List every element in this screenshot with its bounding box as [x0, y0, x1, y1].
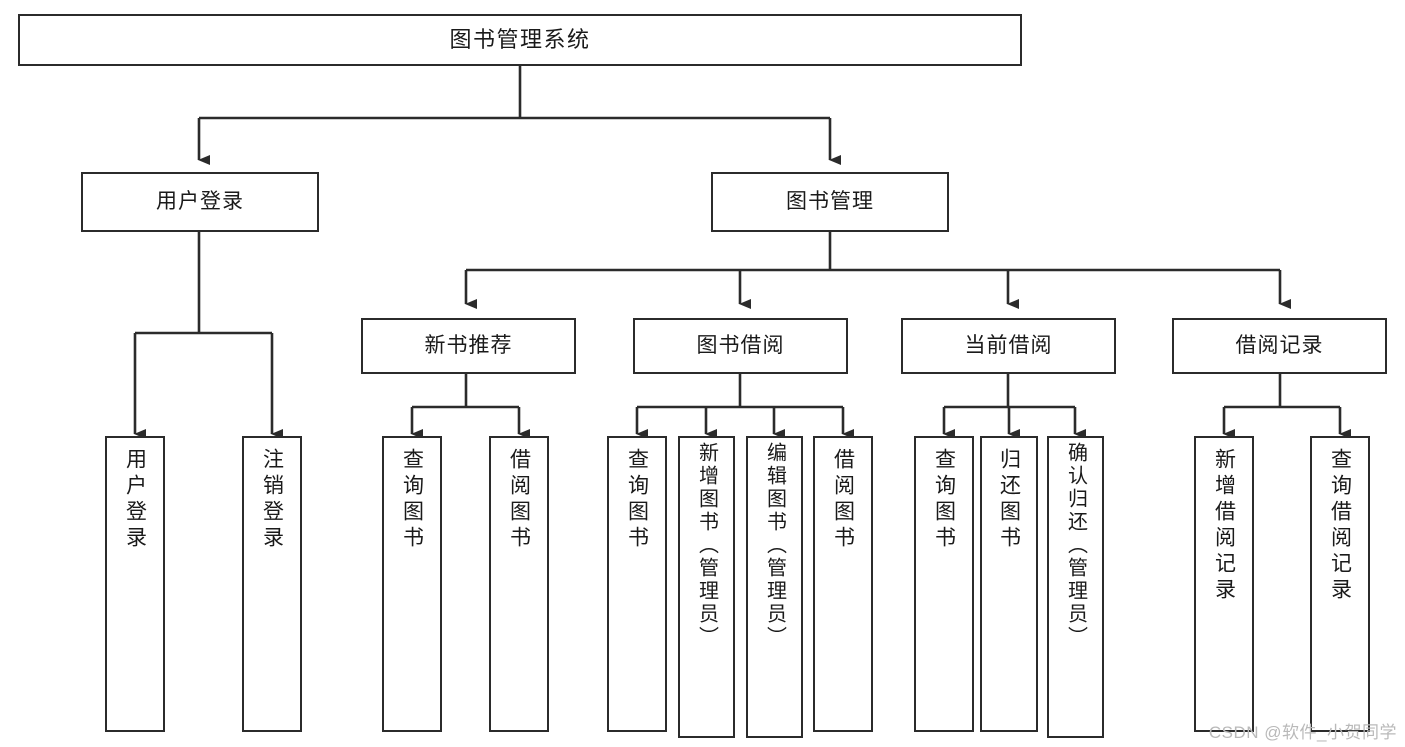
node-leaf-borrow-book-2-label: 借阅图书 — [831, 448, 855, 552]
node-new-book-recommend[interactable]: 新书推荐 — [361, 318, 576, 374]
node-leaf-return-book-label: 归还图书 — [997, 448, 1021, 552]
node-leaf-query-record-label: 查询借阅记录 — [1328, 448, 1352, 604]
node-leaf-add-book-label: 新增图书（管理员） — [695, 442, 718, 649]
node-leaf-borrow-book-1[interactable]: 借阅图书 — [489, 436, 549, 732]
node-root[interactable]: 图书管理系统 — [18, 14, 1022, 66]
node-root-label: 图书管理系统 — [449, 27, 591, 53]
node-leaf-return-book[interactable]: 归还图书 — [980, 436, 1038, 732]
node-new-book-recommend-label: 新书推荐 — [424, 333, 513, 357]
node-book-borrow-label: 图书借阅 — [696, 333, 785, 357]
node-leaf-confirm-return[interactable]: 确认归还（管理员） — [1047, 436, 1104, 738]
node-book-manage[interactable]: 图书管理 — [711, 172, 949, 232]
node-borrow-record[interactable]: 借阅记录 — [1172, 318, 1387, 374]
node-leaf-confirm-return-label: 确认归还（管理员） — [1064, 442, 1087, 649]
node-leaf-query-book-3[interactable]: 查询图书 — [914, 436, 974, 732]
node-leaf-user-login[interactable]: 用户登录 — [105, 436, 165, 732]
node-leaf-query-book-1[interactable]: 查询图书 — [382, 436, 442, 732]
node-leaf-borrow-book-1-label: 借阅图书 — [507, 448, 531, 552]
node-leaf-edit-book[interactable]: 编辑图书（管理员） — [746, 436, 803, 738]
node-leaf-logout-label: 注销登录 — [260, 448, 284, 552]
node-borrow-record-label: 借阅记录 — [1235, 333, 1324, 357]
node-user-login-label: 用户登录 — [156, 189, 244, 213]
csdn-watermark: CSDN @软件_小贺同学 — [1208, 723, 1397, 742]
node-leaf-add-book[interactable]: 新增图书（管理员） — [678, 436, 735, 738]
node-leaf-query-book-2-label: 查询图书 — [625, 448, 649, 552]
node-leaf-query-record[interactable]: 查询借阅记录 — [1310, 436, 1370, 732]
node-leaf-query-book-1-label: 查询图书 — [400, 448, 424, 552]
node-book-manage-label: 图书管理 — [786, 189, 874, 213]
node-leaf-query-book-3-label: 查询图书 — [932, 448, 956, 552]
node-leaf-add-record-label: 新增借阅记录 — [1212, 448, 1236, 604]
node-leaf-borrow-book-2[interactable]: 借阅图书 — [813, 436, 873, 732]
node-leaf-edit-book-label: 编辑图书（管理员） — [763, 442, 786, 649]
node-current-borrow-label: 当前借阅 — [964, 333, 1053, 357]
node-leaf-add-record[interactable]: 新增借阅记录 — [1194, 436, 1254, 732]
node-leaf-user-login-label: 用户登录 — [123, 448, 147, 552]
node-user-login[interactable]: 用户登录 — [81, 172, 319, 232]
node-book-borrow[interactable]: 图书借阅 — [633, 318, 848, 374]
node-current-borrow[interactable]: 当前借阅 — [901, 318, 1116, 374]
node-leaf-query-book-2[interactable]: 查询图书 — [607, 436, 667, 732]
node-leaf-logout[interactable]: 注销登录 — [242, 436, 302, 732]
